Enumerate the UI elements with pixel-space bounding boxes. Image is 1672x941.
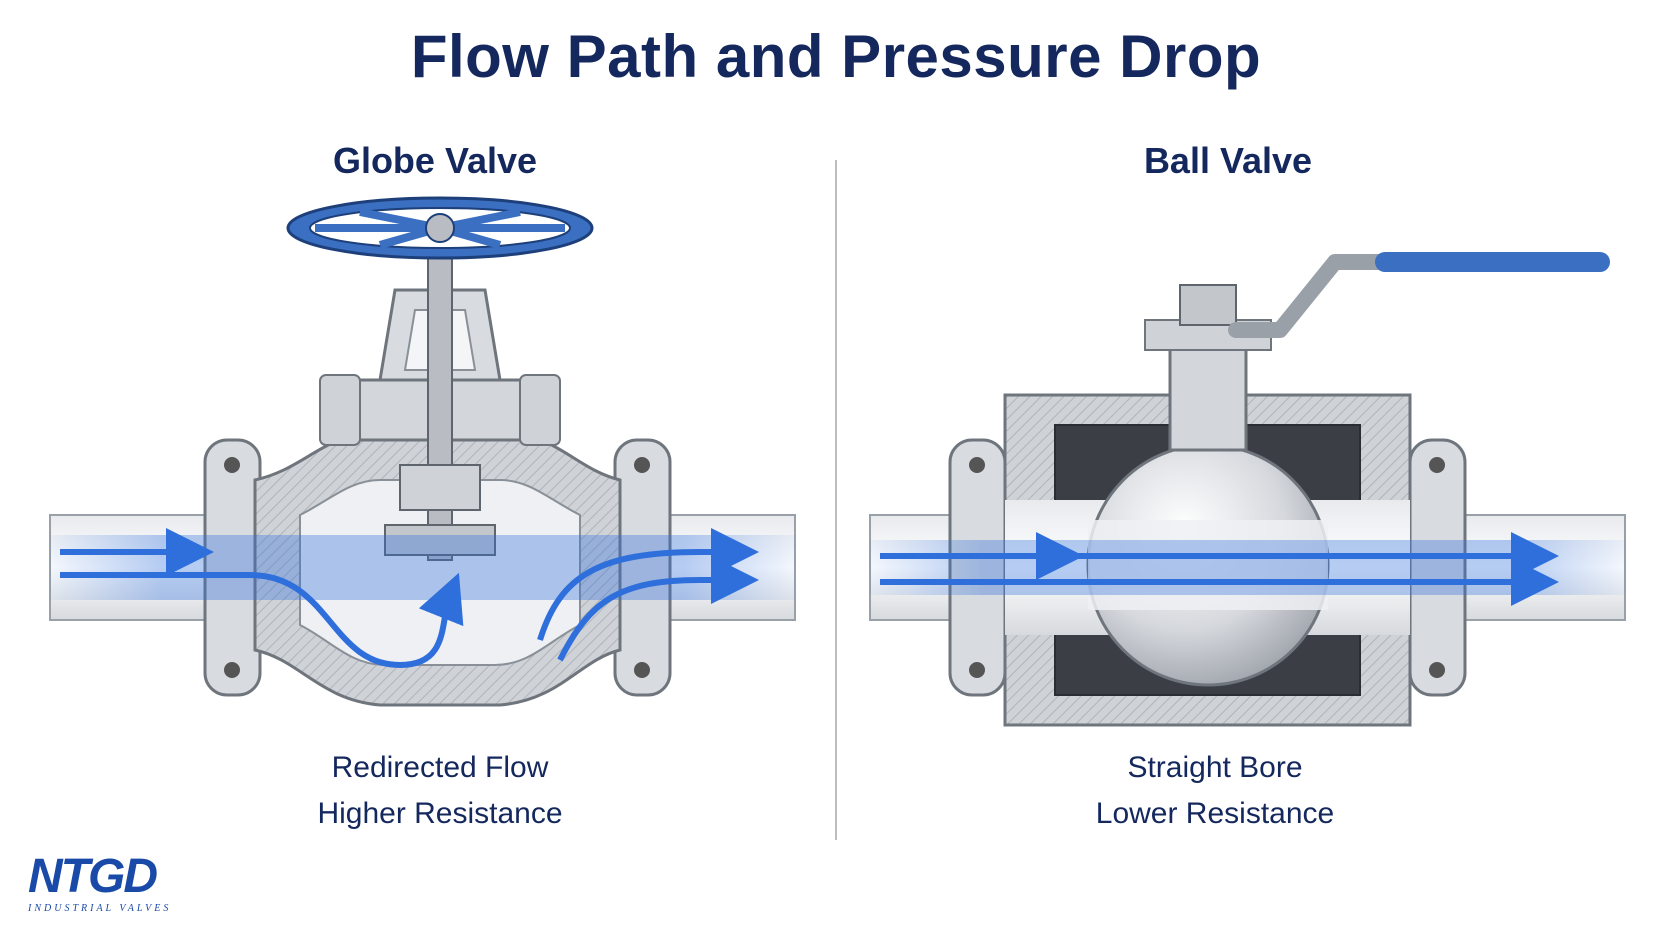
globe-valve-graphic (50, 198, 795, 705)
ball-caption-line2: Lower Resistance (915, 791, 1515, 837)
ball-valve-graphic (870, 262, 1625, 725)
logo-tagline: INDUSTRIAL VALVES (28, 903, 171, 914)
ball-caption-line1: Straight Bore (915, 745, 1515, 791)
ball-valve-caption: Straight Bore Lower Resistance (915, 745, 1515, 837)
globe-caption-line1: Redirected Flow (140, 745, 740, 791)
globe-caption-line2: Higher Resistance (140, 791, 740, 837)
logo-name: NTGD (28, 849, 156, 904)
globe-valve-caption: Redirected Flow Higher Resistance (140, 745, 740, 837)
brand-logo: NTGD INDUSTRIAL VALVES (26, 855, 206, 915)
